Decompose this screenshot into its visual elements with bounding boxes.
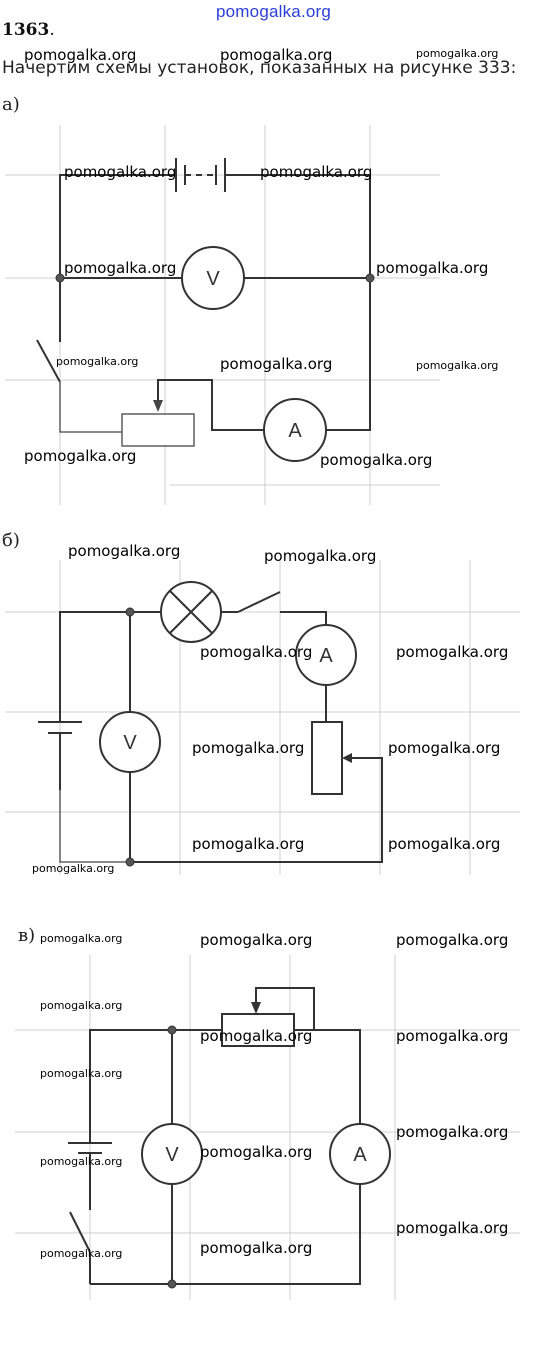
- watermark: pomogalka.org: [192, 739, 305, 757]
- ammeter-b-label: A: [319, 645, 333, 667]
- watermark: pomogalka.org: [220, 355, 333, 373]
- watermark: pomogalka.org: [32, 862, 115, 875]
- watermark: pomogalka.org: [200, 643, 313, 661]
- watermark: pomogalka.org: [388, 739, 501, 757]
- watermark: pomogalka.org: [24, 46, 137, 64]
- voltmeter-v-label: V: [165, 1144, 179, 1166]
- intro-text: Начертим схемы установок, показанных на …: [2, 58, 517, 78]
- watermark: pomogalka.org: [220, 46, 333, 64]
- watermark: pomogalka.org: [192, 835, 305, 853]
- problem-number-suffix: .: [49, 20, 55, 40]
- watermark: pomogalka.org: [40, 1155, 123, 1168]
- watermark: pomogalka.org: [40, 1067, 123, 1080]
- watermark-top[interactable]: pomogalka.org: [216, 2, 332, 21]
- watermark: pomogalka.org: [396, 643, 509, 661]
- watermark: pomogalka.org: [40, 932, 123, 945]
- problem-number-value: 1363: [2, 20, 50, 40]
- watermark: pomogalka.org: [396, 1123, 509, 1141]
- watermark: pomogalka.org: [200, 1143, 313, 1161]
- ammeter-a: [263, 398, 327, 462]
- watermark: pomogalka.org: [376, 259, 489, 277]
- watermark: pomogalka.org: [24, 447, 137, 465]
- watermark: pomogalka.org: [56, 355, 139, 368]
- watermark: pomogalka.org: [200, 931, 313, 949]
- watermark: pomogalka.org: [40, 999, 123, 1012]
- part-v-label: в): [18, 925, 36, 946]
- watermark: pomogalka.org: [68, 542, 181, 560]
- part-a-label: а): [2, 94, 20, 115]
- watermark: pomogalka.org: [264, 547, 377, 565]
- grid-b: [5, 560, 520, 875]
- circuit-b: A V: [38, 581, 383, 867]
- circuit-a: V A: [36, 158, 375, 462]
- voltmeter-a-label: V: [206, 268, 220, 290]
- watermark: pomogalka.org: [416, 47, 499, 60]
- watermark: pomogalka.org: [64, 163, 177, 181]
- voltmeter-b-label: V: [123, 732, 137, 754]
- watermark: pomogalka.org: [200, 1239, 313, 1257]
- circuit-v: A V: [68, 987, 391, 1289]
- watermark: pomogalka.org: [200, 1027, 313, 1045]
- watermark: pomogalka.org: [320, 451, 433, 469]
- watermark: pomogalka.org: [396, 1027, 509, 1045]
- watermark: pomogalka.org: [396, 931, 509, 949]
- problem-number: 1363.: [2, 20, 55, 40]
- watermark: pomogalka.org: [260, 163, 373, 181]
- ammeter-v-label: A: [353, 1144, 367, 1166]
- watermark: pomogalka.org: [40, 1247, 123, 1260]
- ammeter-a-label: A: [288, 420, 302, 442]
- watermark: pomogalka.org: [416, 359, 499, 372]
- watermark: pomogalka.org: [396, 1219, 509, 1237]
- voltmeter-a: [181, 246, 245, 310]
- part-b-label: б): [2, 530, 20, 551]
- watermark: pomogalka.org: [64, 259, 177, 277]
- watermark: pomogalka.org: [388, 835, 501, 853]
